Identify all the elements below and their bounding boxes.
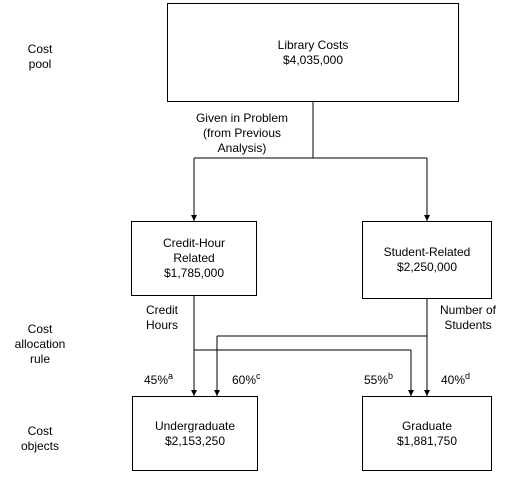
library-costs-title: Library Costs: [277, 37, 349, 52]
credit-hour-amount: $1,785,000: [163, 266, 225, 280]
student-related-amount: $2,250,000: [396, 260, 458, 274]
graduate-amount: $1,881,750: [396, 433, 458, 448]
undergraduate-amount: $2,153,250: [164, 433, 226, 448]
undergraduate-box: Undergraduate $2,153,250: [132, 396, 258, 471]
pct-student-to-grad: 40%d: [441, 371, 471, 388]
student-related-box: Student-Related $2,250,000: [362, 221, 492, 299]
graduate-box: Graduate $1,881,750: [362, 396, 492, 471]
undergraduate-title: Undergraduate: [154, 418, 236, 433]
pct-student-to-undergrad: 60%c: [232, 371, 261, 388]
pct-credit-to-grad: 55%b: [364, 371, 394, 388]
library-costs-amount: $4,035,000: [282, 52, 344, 67]
graduate-title: Graduate: [401, 418, 453, 433]
library-costs-box: Library Costs $4,035,000: [167, 3, 459, 102]
pct-credit-to-undergrad: 45%a: [144, 371, 174, 388]
credit-hour-related-box: Credit-Hour Related $1,785,000: [131, 221, 257, 296]
